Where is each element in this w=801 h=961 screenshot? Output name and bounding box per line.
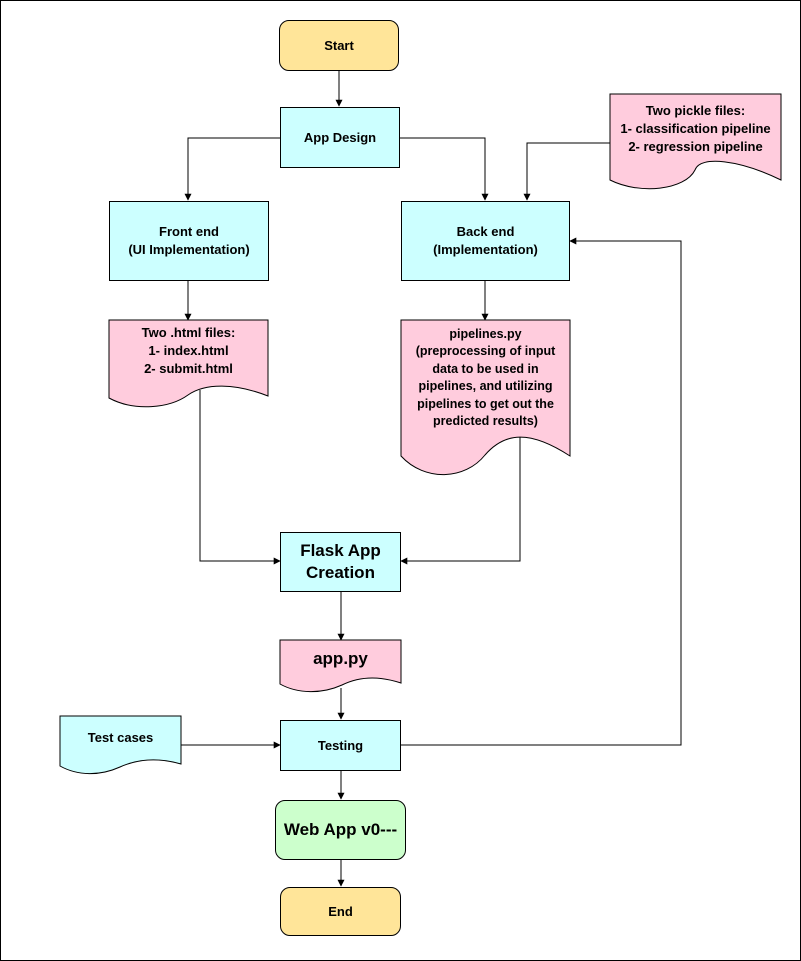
edge-testing-to-backend-feedback [401,237,682,746]
pipelines-py-document [400,319,571,476]
edge-htmlfiles-to-flask [199,390,281,565]
front-end-process[interactable]: Front end (UI Implementation) [109,201,269,281]
edge-pipelines-to-flask [400,437,521,565]
back-end-label: Back end (Implementation) [433,224,538,257]
back-end-process[interactable]: Back end (Implementation) [401,201,570,281]
start-terminal[interactable]: Start [279,20,399,71]
app-py-document [279,639,402,693]
end-terminal[interactable]: End [280,887,401,936]
flask-app-creation-process[interactable]: Flask App Creation [280,532,401,592]
pipelines-py-text: pipelines.py (preprocessing of input dat… [415,326,556,429]
testing-label: Testing [317,738,364,753]
html-files-document [108,319,269,408]
testing-process[interactable]: Testing [280,720,401,771]
app-design-process[interactable]: App Design [280,107,400,168]
flask-app-label: Flask App Creation [300,541,381,582]
web-app-result[interactable]: Web App v0--- [275,800,406,860]
html-files-text: Two .html files: 1- index.html 2- submit… [141,325,236,376]
pickle-files-document [609,93,782,190]
edge-pickle-to-backend [523,142,610,201]
edge-appdesign-to-frontend [184,137,280,201]
app-design-label: App Design [303,130,377,145]
web-app-label: Web App v0--- [283,820,398,839]
test-cases-document [59,715,182,775]
end-label: End [328,904,353,919]
pickle-files-text: Two pickle files: 1- classification pipe… [620,103,771,154]
test-cases-text: Test cases [87,730,154,745]
app-py-text: app.py [313,649,368,668]
edge-appdesign-to-backend [400,137,489,201]
start-label: Start [324,38,354,53]
front-end-label: Front end (UI Implementation) [128,224,250,257]
